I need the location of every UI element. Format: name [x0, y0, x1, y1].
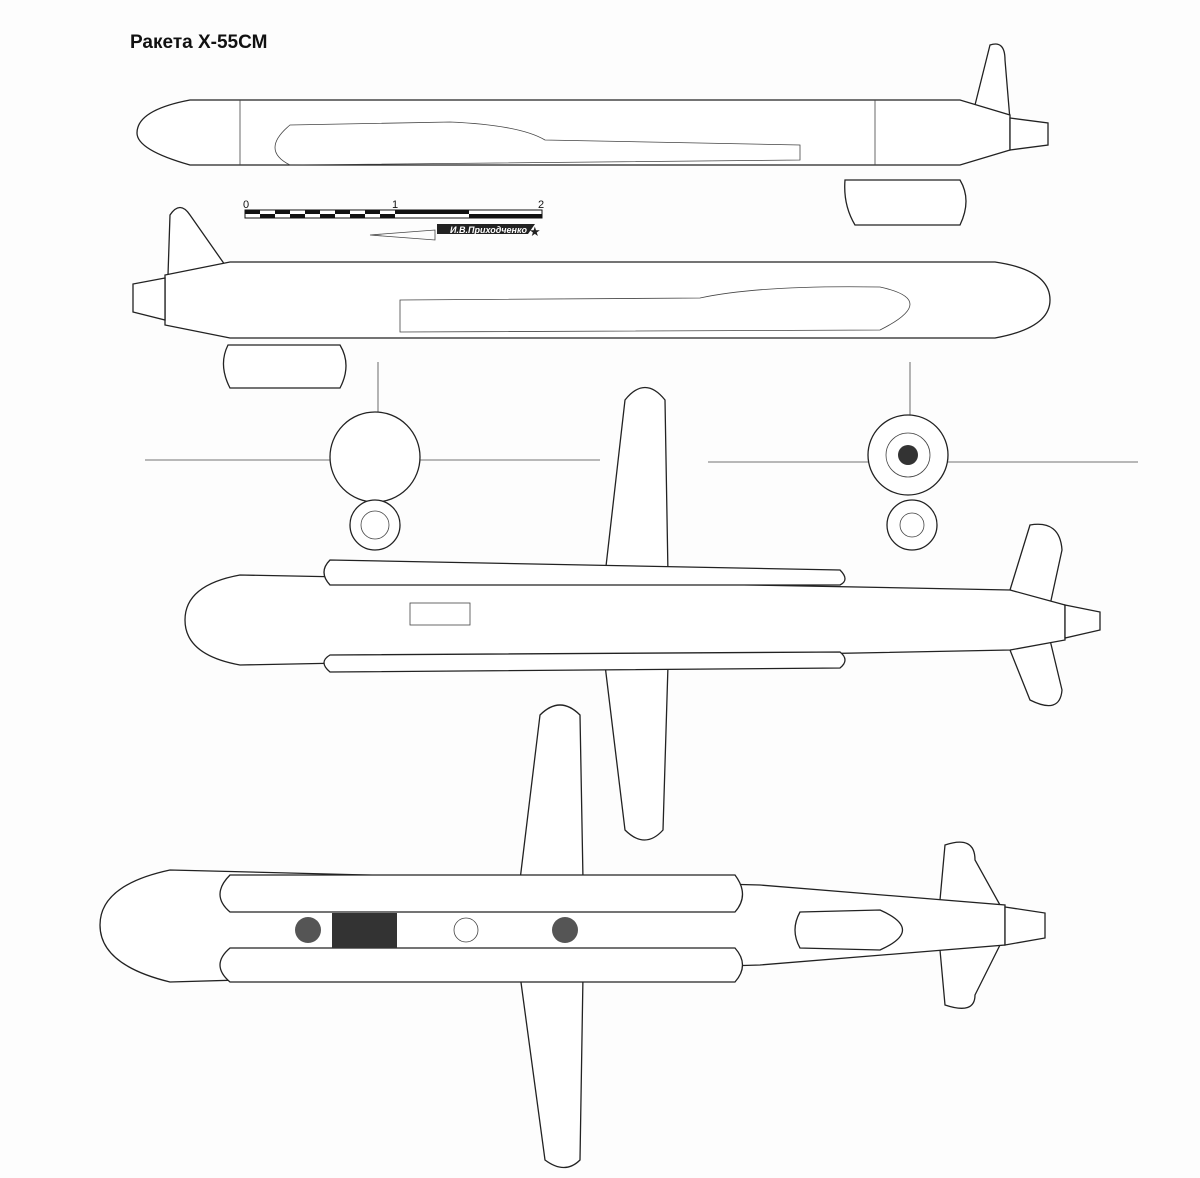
side-view-right — [132, 206, 1051, 389]
scale-label-2: 2 — [538, 199, 544, 211]
scale-bar: 0 1 2 И.В.Приходченко ★ — [243, 199, 544, 241]
drawing-title: Ракета Х-55СМ — [130, 32, 268, 53]
scale-label-1: 1 — [392, 199, 398, 211]
author-credit: И.В.Приходченко — [450, 225, 528, 235]
bottom-view — [99, 704, 1046, 1169]
side-view-left — [136, 43, 1049, 226]
top-view — [184, 386, 1101, 841]
front-view-right — [708, 362, 1138, 551]
front-view-left — [145, 362, 600, 551]
star-icon: ★ — [529, 224, 541, 239]
scale-label-0: 0 — [243, 199, 249, 211]
